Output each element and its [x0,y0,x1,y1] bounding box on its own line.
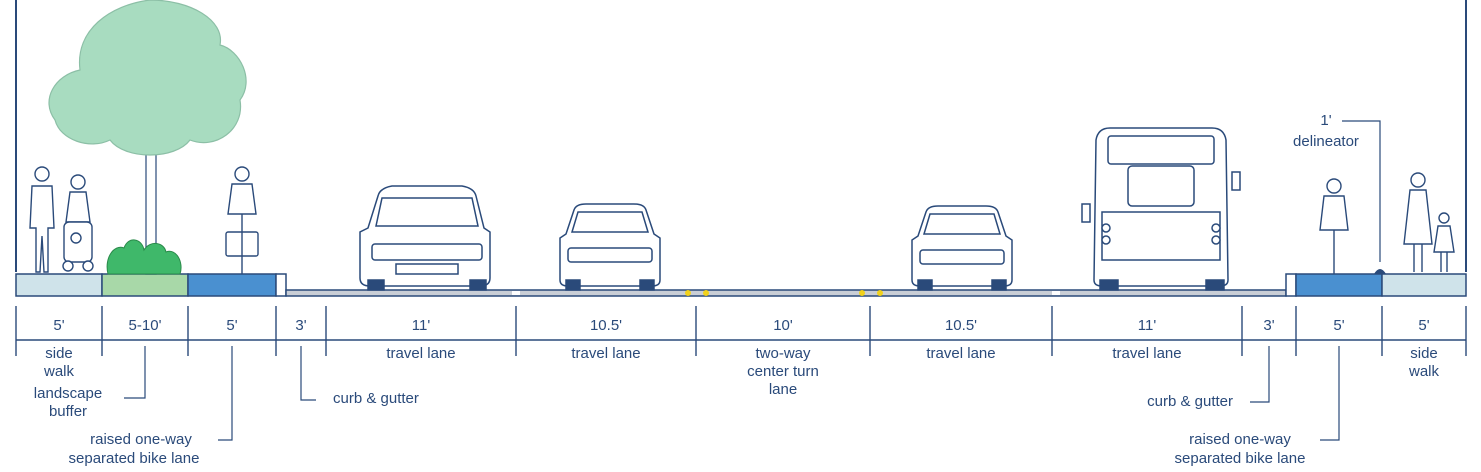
cyclist-icon [225,166,259,274]
landscape-buffer-label: buffer [49,403,87,420]
center-marking [685,290,691,296]
tree-icon [48,0,247,275]
landscape-buffer-label: landscape [34,385,102,402]
segment-name: lane [769,381,797,398]
segment-name: two-way [755,345,811,362]
segment-width-labels: 5' 5-10' 5' 3' 11' 10.5' 10' 10.5' 11' 3… [53,317,1429,334]
bus-icon [1081,127,1241,291]
bike-lane-right-label: raised one-way [1189,431,1291,448]
curb-left [275,273,287,297]
center-marking [859,290,865,296]
bike-lane-left-label: raised one-way [90,431,192,448]
delineator-label: delineator [1293,133,1359,150]
segment-name: travel lane [571,345,640,362]
cyclist-icon [1319,178,1349,274]
segment-width: 3' [295,317,306,334]
roadway [285,289,1287,297]
center-marking [877,290,883,296]
segment-width: 3' [1263,317,1274,334]
sidewalk-right [1381,273,1467,297]
ground-surfaces [15,273,1467,297]
bike-lane-right-label: separated bike lane [1175,450,1306,467]
lane-marking [1052,291,1060,295]
bike-lane-left-strip [187,273,277,297]
bike-lane-left-label: separated bike lane [69,450,200,467]
dimension-line [15,306,1467,356]
bike-lane-right-strip [1295,273,1383,297]
segment-width: 5' [226,317,237,334]
delineator-icon [1374,269,1386,274]
curb-right [1285,273,1297,297]
landscape-buffer-strip [101,273,189,297]
segment-width: 5' [1333,317,1344,334]
delineator-width-label: 1' [1320,112,1331,129]
curb-right-label: curb & gutter [1147,393,1233,410]
segment-width: 5' [53,317,64,334]
car-icon [911,205,1013,291]
segment-width: 5' [1418,317,1429,334]
segment-width: 10.5' [945,317,977,334]
segment-name: walk [1408,363,1440,380]
callout-labels: landscape buffer raised one-way separate… [34,112,1359,467]
stroller-icon [62,221,94,272]
curb-left-label: curb & gutter [333,390,419,407]
pedestrian-woman-icon [65,174,91,223]
segment-name: travel lane [1112,345,1181,362]
center-marking [703,290,709,296]
segment-width: 11' [1138,317,1157,334]
segment-name: side [1410,345,1438,362]
sidewalk-left [15,273,103,297]
segment-name: travel lane [386,345,455,362]
segment-width: 10.5' [590,317,622,334]
segment-width: 10' [773,317,793,334]
lane-marking [512,291,520,295]
segment-name: center turn [747,363,819,380]
pedestrian-woman-icon [1403,172,1433,272]
callout-leaders [124,346,1340,441]
car-icon [359,185,491,291]
segment-name: travel lane [926,345,995,362]
shrub-icon [106,239,182,275]
delineator-leader [1342,120,1381,262]
segment-width: 5-10' [129,317,162,334]
car-icon [559,203,661,291]
segment-name: side [45,345,73,362]
segment-width: 11' [412,317,431,334]
child-icon [1433,212,1455,272]
segment-name: walk [43,363,75,380]
pedestrian-man-icon [29,166,55,273]
segment-name-labels: side walk travel lane travel lane two-wa… [43,345,1440,398]
